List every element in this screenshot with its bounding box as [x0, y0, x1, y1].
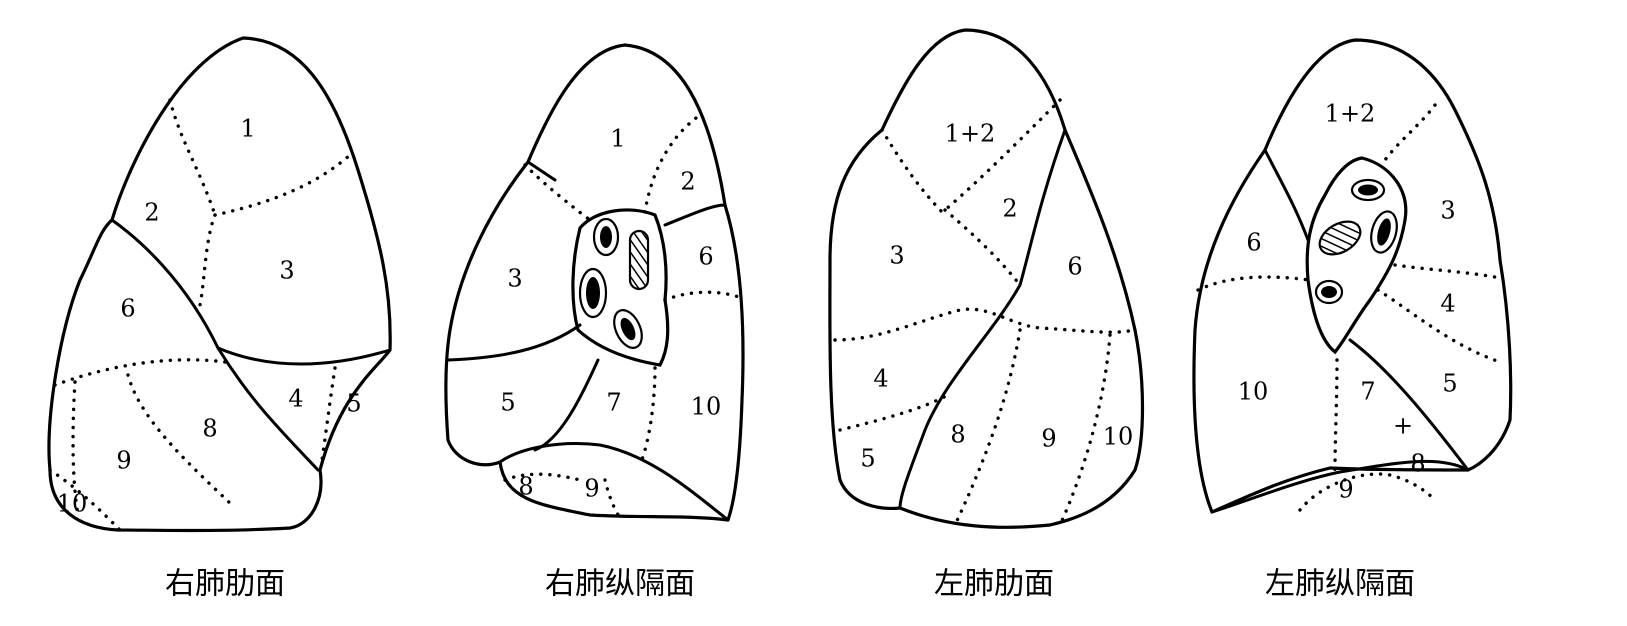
- segment-label: 8: [518, 473, 533, 501]
- pulmonary-vessel: [620, 317, 636, 341]
- segment-label: 3: [1440, 197, 1455, 225]
- segment-label: 7: [606, 389, 621, 417]
- segment-label: 4: [873, 365, 888, 393]
- segment-label: 9: [1338, 476, 1353, 504]
- diagram-caption: 右肺纵隔面: [545, 567, 695, 602]
- diagram-caption: 左肺肋面: [934, 567, 1054, 602]
- segment-label: 9: [584, 475, 599, 503]
- segment-label: 9: [1041, 425, 1056, 453]
- segment-label: 8: [202, 415, 217, 443]
- diagram-caption: 右肺肋面: [165, 567, 285, 602]
- segment-label: +: [1393, 412, 1413, 440]
- segment-label: 5: [346, 390, 361, 418]
- pulmonary-vessel: [1377, 218, 1391, 246]
- horizontal-fissure: [216, 346, 392, 366]
- pulmonary-vessel: [1358, 184, 1378, 196]
- bronchus: [1318, 220, 1362, 256]
- segment-label: 3: [507, 265, 522, 293]
- segment-label: 1: [610, 125, 625, 153]
- segment-label: 5: [1442, 370, 1457, 398]
- segment-label: 5: [860, 445, 875, 473]
- segment-label: 8: [950, 421, 965, 449]
- segment-label: 4: [1440, 290, 1455, 318]
- left-lung-mediastinal-diagram: 1+2 3 6 4 10 7 5 + 9 8 左肺纵隔面: [1192, 38, 1513, 602]
- right-lung-costal-diagram: 1 2 3 6 4 5 8 9 10 右肺肋面: [47, 36, 392, 602]
- lung-outline: [47, 36, 392, 533]
- lung-outline: [828, 28, 1145, 529]
- segment-label: 6: [1246, 229, 1261, 257]
- segment-label: 8: [1410, 450, 1425, 478]
- pulmonary-vessel: [586, 277, 600, 309]
- segment-label: 5: [500, 389, 515, 417]
- pulmonary-vessel: [1321, 286, 1337, 298]
- segment-label: 10: [1238, 378, 1269, 406]
- segment-label: 3: [889, 242, 904, 270]
- left-lung-costal-diagram: 1+2 2 3 6 4 8 9 10 5 左肺肋面: [828, 28, 1145, 602]
- segment-label: 3: [279, 257, 294, 285]
- diagram-caption: 左肺纵隔面: [1265, 567, 1415, 602]
- right-lung-mediastinal-diagram: 1 2 3 6 5 7 10 8 9 右肺纵隔面: [444, 43, 745, 602]
- bronchus: [628, 229, 650, 291]
- segment-label: 2: [144, 199, 159, 227]
- segment-label: 7: [1360, 378, 1375, 406]
- segment-label: 6: [120, 295, 135, 323]
- segment-label: 1+2: [945, 120, 996, 148]
- segment-label: 1+2: [1325, 100, 1376, 128]
- segment-label: 9: [116, 447, 131, 475]
- segment-label: 2: [680, 168, 695, 196]
- segment-label: 1: [240, 115, 255, 143]
- segment-label: 4: [288, 385, 303, 413]
- segment-label: 2: [1002, 195, 1017, 223]
- pulmonary-vessel: [600, 226, 612, 248]
- segment-label: 6: [1067, 253, 1082, 281]
- segment-label: 6: [698, 243, 713, 271]
- segment-label: 10: [57, 490, 88, 518]
- segment-label: 10: [1103, 423, 1134, 451]
- segment-label: 10: [691, 393, 722, 421]
